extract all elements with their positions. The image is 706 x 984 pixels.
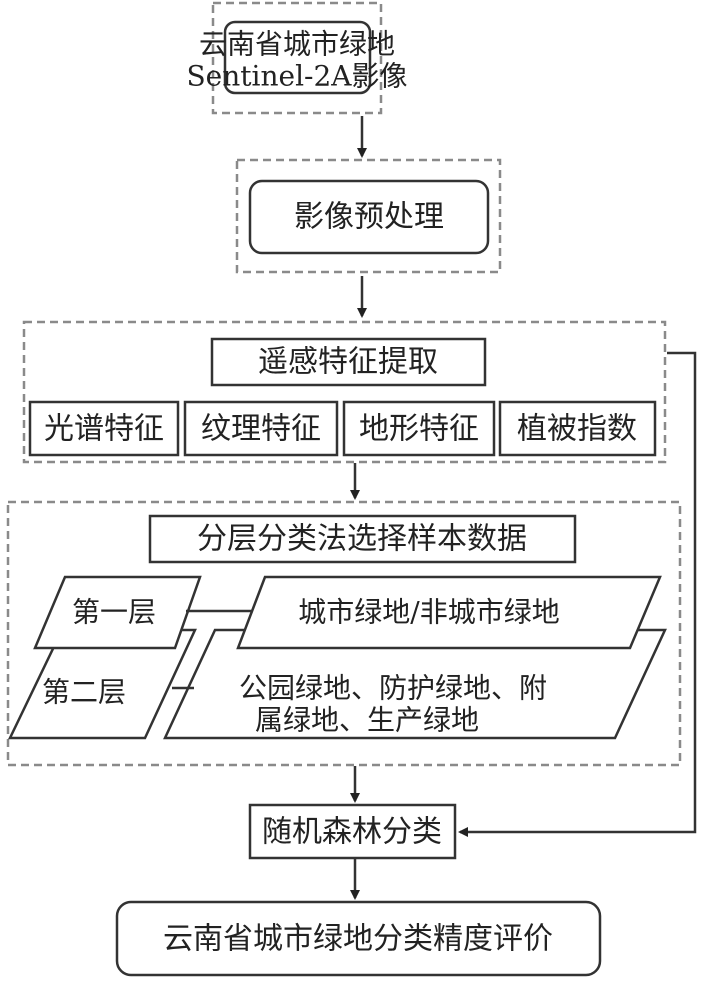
layer2-content-line1: 公园绿地、防护绿地、附 [239,672,547,705]
arrow-features-to-classify [458,351,697,837]
preprocess-label: 影像预处理 [294,200,444,235]
feature-spectral-node [28,400,180,457]
features-title: 遥感特征提取 [258,345,438,380]
evaluate-node [115,900,602,977]
feature-spectral-label: 光谱特征 [44,412,164,447]
feature-vegetation-index-label: 植被指数 [517,412,637,447]
layer1-label: 第一层 [72,596,156,629]
layer1-label-node [33,575,202,650]
features-title-node [210,337,487,387]
feature-terrain-node [342,400,496,457]
preprocess-group-frame [235,158,502,274]
preprocess-node [248,179,490,255]
input-subtitle: Sentinel-2A影像 [186,60,407,93]
feature-texture-label: 纹理特征 [201,412,321,447]
input-title: 云南省城市绿地 [199,28,395,61]
feature-vegetation-index-node [498,400,657,457]
classify-node [248,803,457,860]
input-imagery-node [223,20,372,95]
layer1-content-node [236,575,662,650]
evaluate-label: 云南省城市绿地分类精度评价 [163,922,553,957]
feature-texture-node [183,400,339,457]
feature-terrain-label: 地形特征 [359,412,479,447]
classify-label: 随机森林分类 [262,815,442,850]
layer2-content-line2: 属绿地、生产绿地 [255,704,479,737]
sampling-title-node [148,514,577,564]
layer1-content: 城市绿地/非城市绿地 [298,596,559,629]
sampling-title: 分层分类法选择样本数据 [197,522,527,557]
layer2-label: 第二层 [42,676,126,709]
input-group-frame [211,1,383,115]
